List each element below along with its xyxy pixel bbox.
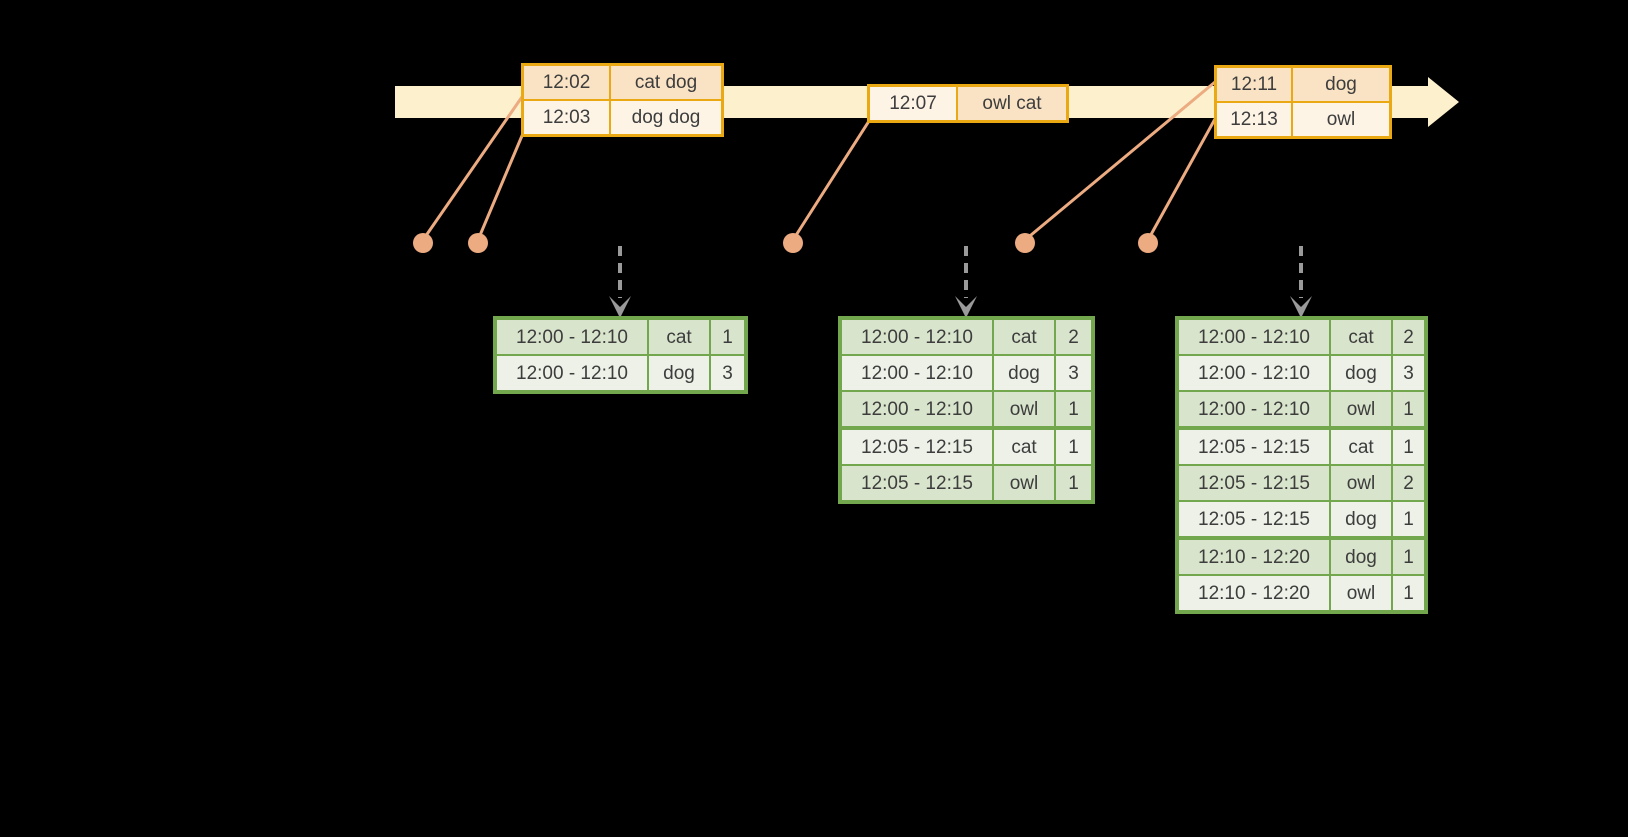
window-cell: 12:00 - 12:10 xyxy=(497,320,647,354)
event-time-cell: 12:02 xyxy=(524,66,609,99)
trigger-arrowhead-icon xyxy=(955,296,977,318)
word-cell: owl xyxy=(994,392,1054,426)
event-connector-line xyxy=(791,120,871,241)
word-cell: dog xyxy=(1331,502,1391,536)
window-cell: 12:00 - 12:10 xyxy=(1179,356,1329,390)
count-cell: 2 xyxy=(1393,466,1424,500)
event-time-cell: 12:03 xyxy=(524,101,609,134)
word-cell: cat xyxy=(994,320,1054,354)
window-cell: 12:05 - 12:15 xyxy=(842,430,992,464)
event-words-cell: owl xyxy=(1293,103,1389,136)
word-cell: dog xyxy=(1331,540,1391,574)
count-cell: 3 xyxy=(711,356,744,390)
window-cell: 12:00 - 12:10 xyxy=(497,356,647,390)
count-cell: 1 xyxy=(1393,430,1424,464)
count-cell: 1 xyxy=(1393,392,1424,426)
event-connector-line xyxy=(1024,80,1216,242)
window-cell: 12:05 - 12:15 xyxy=(1179,502,1329,536)
event-words-cell: dog dog xyxy=(611,101,721,134)
word-cell: dog xyxy=(649,356,709,390)
window-cell: 12:00 - 12:10 xyxy=(1179,320,1329,354)
event-words-cell: owl cat xyxy=(958,87,1066,120)
count-cell: 1 xyxy=(1393,540,1424,574)
trigger-arrowhead-icon xyxy=(1290,296,1312,318)
event-time-cell: 12:11 xyxy=(1217,68,1291,101)
window-cell: 12:10 - 12:20 xyxy=(1179,540,1329,574)
window-cell: 12:00 - 12:10 xyxy=(842,320,992,354)
count-cell: 1 xyxy=(1056,430,1091,464)
count-cell: 3 xyxy=(1056,356,1091,390)
trigger-arrowhead-icon xyxy=(609,296,631,318)
timeline-arrowhead-icon xyxy=(1428,77,1459,127)
count-cell: 1 xyxy=(711,320,744,354)
window-cell: 12:05 - 12:15 xyxy=(842,466,992,500)
count-cell: 3 xyxy=(1393,356,1424,390)
word-cell: cat xyxy=(1331,320,1391,354)
trigger-arrows xyxy=(609,246,1312,318)
word-cell: owl xyxy=(1331,392,1391,426)
event-connector-lines xyxy=(421,80,1217,242)
window-cell: 12:10 - 12:20 xyxy=(1179,576,1329,610)
event-connector-line xyxy=(1146,118,1217,241)
event-dot xyxy=(1015,233,1035,253)
event-connector-line xyxy=(421,93,526,241)
window-cell: 12:05 - 12:15 xyxy=(1179,430,1329,464)
event-dots xyxy=(413,233,1158,253)
event-dot xyxy=(468,233,488,253)
word-cell: dog xyxy=(994,356,1054,390)
window-cell: 12:00 - 12:10 xyxy=(1179,392,1329,426)
count-cell: 2 xyxy=(1393,320,1424,354)
event-words-cell: dog xyxy=(1293,68,1389,101)
window-cell: 12:00 - 12:10 xyxy=(842,392,992,426)
count-cell: 1 xyxy=(1393,502,1424,536)
event-dot xyxy=(783,233,803,253)
event-words-cell: cat dog xyxy=(611,66,721,99)
word-cell: dog xyxy=(1331,356,1391,390)
event-time-cell: 12:13 xyxy=(1217,103,1291,136)
word-cell: owl xyxy=(994,466,1054,500)
event-time-cell: 12:07 xyxy=(870,87,956,120)
word-cell: cat xyxy=(1331,430,1391,464)
count-cell: 1 xyxy=(1393,576,1424,610)
event-dot xyxy=(1138,233,1158,253)
event-connector-line xyxy=(476,130,526,241)
word-cell: owl xyxy=(1331,576,1391,610)
word-cell: cat xyxy=(649,320,709,354)
event-dot xyxy=(413,233,433,253)
count-cell: 1 xyxy=(1056,392,1091,426)
word-cell: cat xyxy=(994,430,1054,464)
window-cell: 12:00 - 12:10 xyxy=(842,356,992,390)
count-cell: 1 xyxy=(1056,466,1091,500)
window-cell: 12:05 - 12:15 xyxy=(1179,466,1329,500)
word-cell: owl xyxy=(1331,466,1391,500)
count-cell: 2 xyxy=(1056,320,1091,354)
